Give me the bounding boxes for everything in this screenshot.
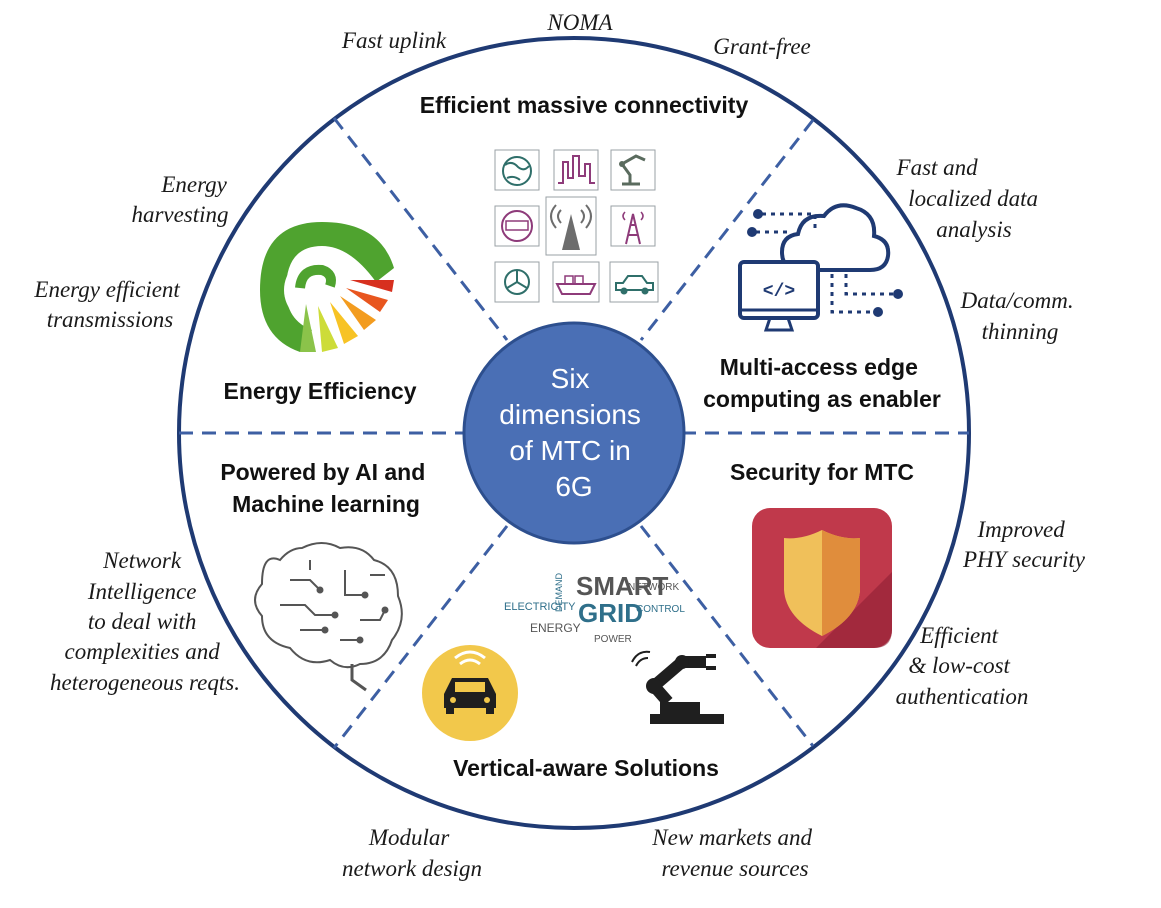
vertical-title: Vertical-aware Solutions — [453, 755, 719, 781]
cell-tower-icon — [545, 196, 597, 256]
annotation-fast-localized-analysis: Fast and localized data analysis — [896, 155, 1044, 242]
annotation-phy-security: Improved PHY security — [962, 517, 1086, 572]
ai-title: Powered by AI and Machine learning — [220, 459, 431, 517]
wind-turbine-icon — [494, 261, 540, 303]
annotation-data-thinning: Data/comm. thinning — [960, 288, 1080, 344]
annotation-grant-free: Grant-free — [713, 34, 811, 59]
svg-text:SMART: SMART — [576, 571, 669, 601]
annotation-network-intelligence: Network Intelligence to deal with comple… — [50, 548, 240, 695]
shield-icon — [752, 508, 892, 648]
connectivity-icon-grid — [494, 149, 659, 303]
svg-text:ENERGY: ENERGY — [530, 621, 581, 635]
annotation-modular-design: Modular network design — [342, 825, 482, 881]
center-line-1: Six — [551, 363, 590, 394]
industrial-robot-icon — [631, 650, 724, 724]
divider-upper-left — [332, 117, 509, 341]
security-title: Security for MTC — [730, 459, 914, 485]
annotation-fast-uplink: Fast uplink — [341, 28, 447, 53]
signal-waveform-icon — [553, 149, 599, 191]
center-label: Six dimensions of MTC in 6G — [499, 363, 648, 502]
annotation-noma: NOMA — [546, 10, 613, 35]
cargo-ship-icon — [552, 261, 600, 303]
meter-icon — [494, 205, 540, 247]
connectivity-title: Efficient massive connectivity — [420, 92, 749, 118]
svg-text:</>: </> — [763, 282, 795, 302]
svg-text:DEMAND: DEMAND — [554, 572, 564, 612]
circuit-brain-icon — [254, 542, 403, 692]
svg-text:GRID: GRID — [578, 598, 643, 628]
sector-dividers — [179, 117, 969, 749]
annotation-authentication: Efficient & low-cost authentication — [896, 623, 1029, 709]
divider-upper-right — [639, 119, 815, 341]
energy-title: Energy Efficiency — [223, 378, 416, 404]
center-line-2: dimensions — [499, 399, 641, 430]
svg-text:CONTROL: CONTROL — [636, 604, 685, 615]
annotation-energy-efficient-tx: Energy efficient transmissions — [33, 277, 185, 332]
center-line-4: 6G — [555, 471, 592, 502]
smart-grid-wordcloud: SMART GRID ELECTRICITY ENERGY NETWORK CO… — [504, 571, 685, 645]
svg-text:ELECTRICITY: ELECTRICITY — [504, 601, 576, 613]
center-circle — [462, 321, 686, 545]
edge-title: Multi-access edge computing as enabler — [703, 354, 941, 412]
svg-text:POWER: POWER — [594, 634, 632, 645]
annotation-energy-harvesting: Energy harvesting — [131, 172, 232, 227]
divider-lower-right — [639, 525, 815, 747]
globe-icon — [494, 149, 540, 191]
divider-lower-left — [332, 525, 509, 749]
annotation-new-markets: New markets and revenue sources — [651, 825, 817, 881]
center-line-3: of MTC in — [509, 435, 630, 466]
connected-car-icon — [422, 645, 518, 741]
car-icon — [609, 261, 659, 303]
robot-arm-icon — [610, 149, 656, 191]
svg-text:NETWORK: NETWORK — [628, 582, 679, 593]
cloud-computing-icon: </> — [738, 203, 903, 332]
antenna-tower-icon — [610, 205, 656, 247]
energy-gauge-icon — [260, 222, 394, 352]
